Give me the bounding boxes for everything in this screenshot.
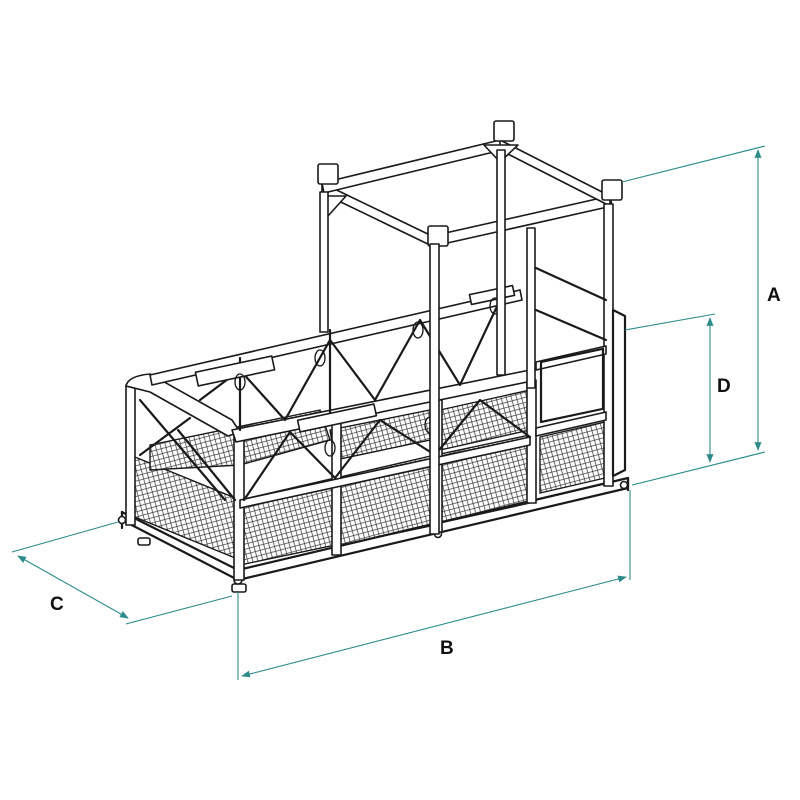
cage-post-front-right — [603, 203, 614, 487]
lifting-lug-front-left — [427, 225, 449, 247]
cage-side-panel — [611, 308, 627, 478]
dim-b-line — [241, 575, 627, 678]
cage-top-rear-beam — [321, 139, 503, 194]
rail-clamp-2 — [296, 403, 378, 433]
front-truss — [242, 398, 532, 502]
foot-left — [137, 537, 151, 546]
dimension-lines — [11, 145, 766, 680]
cage-top-left-beam — [321, 182, 433, 247]
dim-label-c: C — [50, 594, 64, 615]
cage-post-rear-left — [319, 191, 329, 333]
cage-low-rail — [535, 411, 607, 437]
left-rear-post — [125, 384, 136, 526]
cage-tower — [317, 120, 627, 535]
dim-c-line — [17, 555, 129, 619]
hook-ring-1 — [234, 373, 246, 391]
dim-a-ext-bottom — [631, 451, 766, 486]
rear-top-rail — [149, 289, 523, 386]
dim-a-ext-top — [621, 145, 766, 183]
base-bolt-right — [619, 480, 629, 490]
dim-label-a: A — [767, 285, 781, 306]
foot-front — [231, 583, 247, 593]
dim-c-ext-left — [11, 521, 119, 553]
cage-post-mid — [526, 227, 536, 389]
cage-gate — [539, 347, 605, 424]
cage-top-front-beam — [431, 195, 613, 247]
dim-c-ext-right — [125, 595, 233, 625]
rail-clamp-1 — [194, 355, 276, 387]
cage-post-rear-right — [496, 149, 506, 376]
lifting-lug-rear-right — [493, 120, 515, 142]
rear-truss — [198, 298, 502, 422]
lifting-lug-front-right — [601, 179, 623, 201]
base-bolt-left — [117, 515, 127, 525]
hook-ring-2 — [314, 349, 326, 367]
dimension-labels: A D B C — [50, 285, 781, 659]
dim-label-d: D — [717, 376, 731, 397]
cage-post-front-left — [429, 243, 440, 535]
lifting-lug-rear-left — [317, 163, 339, 185]
hook-ring-5 — [324, 439, 336, 457]
dim-d-ext-top — [624, 313, 716, 331]
cage-top-right-beam — [499, 139, 611, 207]
hook-ring-3 — [412, 321, 424, 339]
dim-label-b: B — [440, 638, 454, 659]
